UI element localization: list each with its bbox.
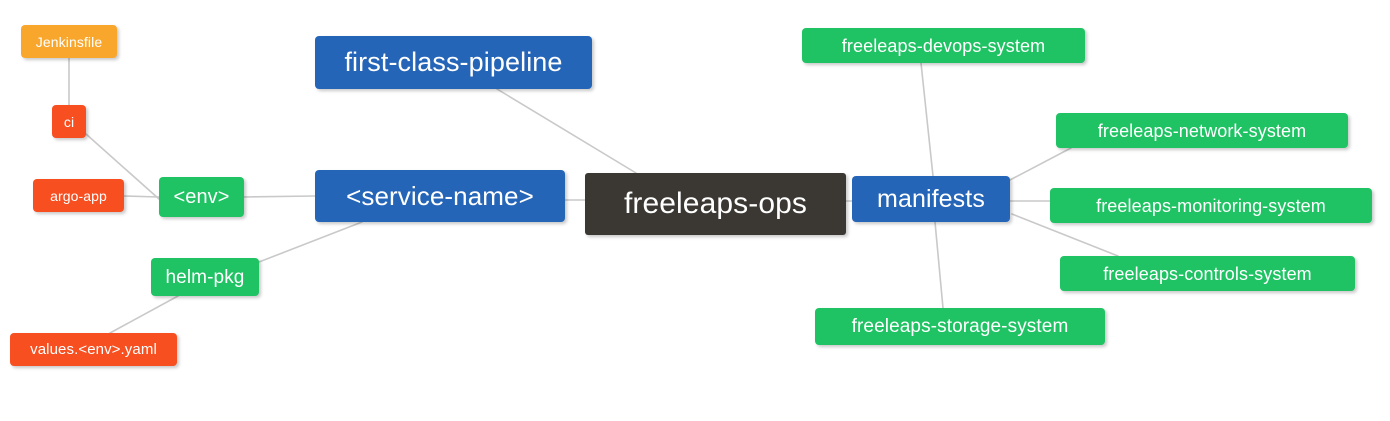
node-values-env-yaml[interactable]: values.<env>.yaml [10,333,177,366]
edge-argo-app-to-env [123,195,160,198]
node-label: Jenkinsfile [35,33,103,50]
node-label: argo-app [50,187,107,204]
node-first-class-pipeline[interactable]: first-class-pipeline [315,36,592,89]
node-label: freeleaps-controls-system [1103,263,1312,284]
node-label: freeleaps-devops-system [841,35,1046,56]
node-freeleaps-network-system[interactable]: freeleaps-network-system [1056,113,1348,148]
node-freeleaps-ops[interactable]: freeleaps-ops [585,173,846,235]
node-label: freeleaps-network-system [1097,120,1307,141]
node-label: freeleaps-monitoring-system [1096,195,1326,216]
node-label: helm-pkg [165,266,245,288]
node-label: freeleaps-storage-system [851,316,1069,337]
node-label: ci [63,113,75,130]
node-freeleaps-monitoring-system[interactable]: freeleaps-monitoring-system [1050,188,1372,223]
node-service-name[interactable]: <service-name> [315,170,565,222]
edge-helm-pkg-to-service-name [258,221,363,263]
node-env[interactable]: <env> [159,177,244,217]
edge-values-env-yaml-to-helm-pkg [109,295,179,334]
edge-freeleaps-devops-system-to-manifests [920,62,934,177]
node-manifests[interactable]: manifests [852,176,1010,222]
node-label: first-class-pipeline [344,47,563,77]
edge-freeleaps-storage-system-to-manifests [934,221,944,309]
edge-freeleaps-network-system-to-manifests [1009,147,1072,181]
node-argo-app[interactable]: argo-app [33,179,124,212]
node-freeleaps-devops-system[interactable]: freeleaps-devops-system [802,28,1085,63]
node-label: values.<env>.yaml [30,341,157,358]
node-label: freeleaps-ops [623,187,808,220]
node-jenkinsfile[interactable]: Jenkinsfile [21,25,117,58]
node-label: <env> [173,186,230,208]
node-label: <service-name> [346,181,534,211]
node-label: manifests [877,184,985,213]
edge-first-class-pipeline-to-freeleaps-ops [496,88,637,174]
edge-env-to-service-name [243,195,316,198]
node-helm-pkg[interactable]: helm-pkg [151,258,259,296]
node-freeleaps-storage-system[interactable]: freeleaps-storage-system [815,308,1105,345]
node-freeleaps-controls-system[interactable]: freeleaps-controls-system [1060,256,1355,291]
node-ci[interactable]: ci [52,105,86,138]
